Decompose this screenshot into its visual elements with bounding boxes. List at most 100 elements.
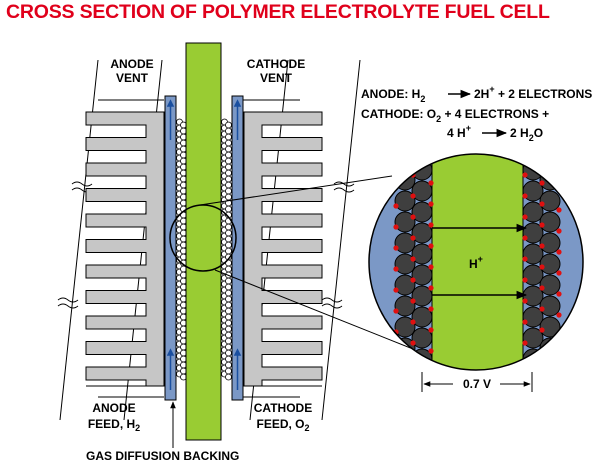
catalyst-site-dot xyxy=(522,277,528,283)
catalyst-site-dot xyxy=(539,180,545,186)
magnified-catalyst-particle xyxy=(522,222,544,244)
break-symbols xyxy=(57,181,355,309)
catalyst-site-dot xyxy=(410,277,416,283)
catalyst-site-dot xyxy=(428,180,434,186)
anode-feed-label-line2: FEED, H2 xyxy=(88,417,140,433)
magnified-catalyst-particle xyxy=(522,180,544,202)
cathode-frame-right-edge xyxy=(321,59,361,421)
catalyst-site-dot xyxy=(522,340,528,346)
catalyst-particle xyxy=(225,295,232,303)
cathode-reaction-line2-right: 2 H2O xyxy=(510,126,543,143)
catalyst-particle xyxy=(225,367,232,375)
catalyst-particle xyxy=(225,223,232,231)
catalyst-particle xyxy=(225,235,232,243)
catalyst-particle xyxy=(225,163,232,171)
catalyst-site-dot xyxy=(556,291,562,297)
catalyst-site-dot xyxy=(410,235,416,241)
catalyst-site-dot xyxy=(539,243,545,249)
catalyst-particle xyxy=(225,277,232,285)
catalyst-particle xyxy=(225,319,232,327)
magnified-catalyst-particle xyxy=(394,190,416,212)
catalyst-site-dot xyxy=(428,243,434,249)
catalyst-particle xyxy=(225,169,232,177)
magnified-catalyst-particle xyxy=(539,274,561,296)
catalyst-site-dot xyxy=(393,203,399,209)
catalyst-site-dot xyxy=(556,270,562,276)
catalyst-site-dot xyxy=(410,298,416,304)
catalyst-site-dot xyxy=(428,222,434,228)
catalyst-site-dot xyxy=(393,287,399,293)
catalyst-site-dot xyxy=(393,266,399,272)
catalyst-site-dot xyxy=(410,214,416,220)
magnified-catalyst-particle xyxy=(411,264,433,286)
catalyst-particle xyxy=(225,331,232,339)
magnified-catalyst-particle xyxy=(411,159,433,181)
magnified-catalyst-particle xyxy=(539,316,561,338)
polymer-membrane xyxy=(185,42,222,441)
catalyst-particle xyxy=(225,181,232,189)
catalyst-site-dot xyxy=(556,228,562,234)
catalyst-site-dot xyxy=(428,201,434,207)
magnified-view xyxy=(368,153,584,371)
catalyst-site-dot xyxy=(393,224,399,230)
anode-flow-plate xyxy=(85,111,165,387)
magnifier-line-top xyxy=(199,175,393,206)
anode-feed-label-line1: ANODE xyxy=(92,401,135,415)
catalyst-site-dot xyxy=(556,207,562,213)
magnified-catalyst-particle xyxy=(522,264,544,286)
catalyst-site-dot xyxy=(410,340,416,346)
catalyst-particle xyxy=(225,301,232,309)
catalyst-particle xyxy=(225,289,232,297)
cathode-vent-label-line1: CATHODE xyxy=(247,57,305,71)
magnified-catalyst-particle xyxy=(394,274,416,296)
cathode-reaction-line2-left: 4 H+ xyxy=(447,123,471,140)
catalyst-site-dot xyxy=(522,235,528,241)
magnified-catalyst-particle xyxy=(411,180,433,202)
magnified-catalyst-particle xyxy=(411,285,433,307)
magnified-catalyst-particle xyxy=(411,306,433,328)
catalyst-site-dot xyxy=(539,306,545,312)
catalyst-particle xyxy=(225,139,232,147)
catalyst-site-dot xyxy=(428,264,434,270)
anode-reaction-left: ANODE: H2 xyxy=(361,87,425,104)
catalyst-particle xyxy=(225,229,232,237)
magnified-catalyst-particle xyxy=(522,306,544,328)
catalyst-particle xyxy=(225,127,232,135)
magnified-catalyst-particle xyxy=(539,232,561,254)
catalyst-particle xyxy=(225,355,232,363)
catalyst-site-dot xyxy=(556,249,562,255)
magnified-catalyst-particle xyxy=(539,190,561,212)
anode-reaction-right: 2H+ + 2 ELECTRONS xyxy=(474,84,592,101)
catalyst-site-dot xyxy=(539,285,545,291)
anode-vent-label-line2: VENT xyxy=(116,71,149,85)
catalyst-site-dot xyxy=(522,172,528,178)
magnified-catalyst-particle xyxy=(411,222,433,244)
catalyst-site-dot xyxy=(410,319,416,325)
catalyst-particle xyxy=(225,325,232,333)
catalyst-site-dot xyxy=(428,348,434,354)
catalyst-particle xyxy=(225,247,232,255)
magnified-catalyst-particle xyxy=(394,316,416,338)
catalyst-particle xyxy=(225,349,232,357)
cathode-flow-plate xyxy=(243,111,323,387)
catalyst-layers xyxy=(176,118,232,381)
catalyst-particle xyxy=(225,241,232,249)
catalyst-particle xyxy=(225,175,232,183)
catalyst-site-dot xyxy=(428,285,434,291)
catalyst-site-dot xyxy=(539,264,545,270)
magnified-catalyst-particle xyxy=(522,327,544,349)
catalyst-site-dot xyxy=(410,361,416,367)
catalyst-site-dot xyxy=(410,193,416,199)
catalyst-site-dot xyxy=(539,222,545,228)
catalyst-particle xyxy=(225,337,232,345)
catalyst-particle xyxy=(225,373,232,381)
proton-arrows xyxy=(432,223,528,300)
catalyst-site-dot xyxy=(522,256,528,262)
catalyst-site-dot xyxy=(522,361,528,367)
magnified-catalyst-particle xyxy=(411,327,433,349)
catalyst-site-dot xyxy=(428,327,434,333)
magnified-catalyst-particle xyxy=(394,358,416,370)
catalyst-site-dot xyxy=(428,306,434,312)
cathode-feed-label-line2: FEED, O2 xyxy=(256,417,309,433)
catalyst-particle xyxy=(225,283,232,291)
